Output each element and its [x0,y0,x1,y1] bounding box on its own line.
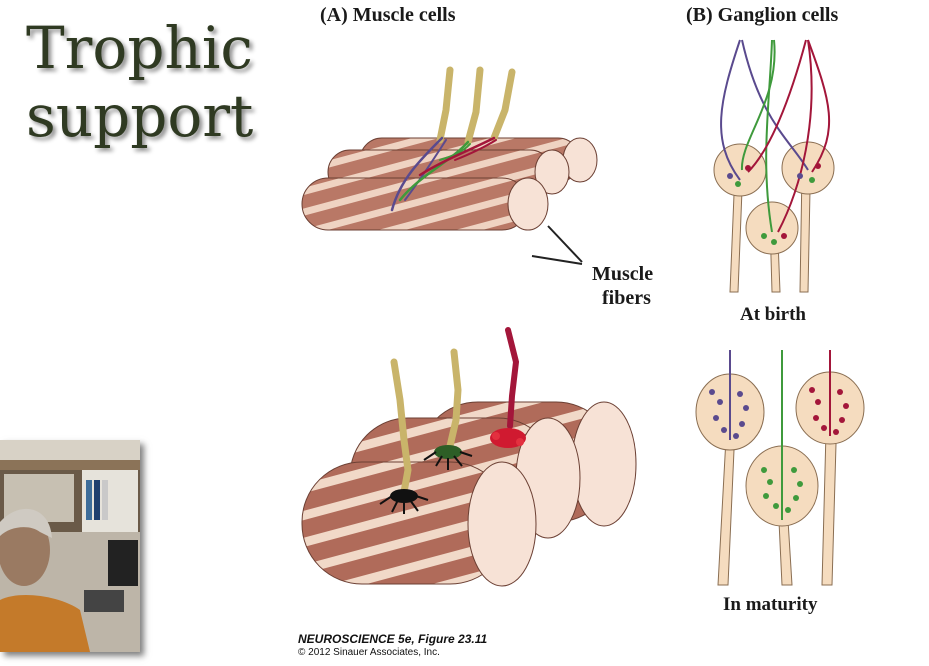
title-line-1: Trophic [26,14,253,82]
muscle-label-line-2: fibers [602,287,651,309]
ganglion-cell-left [713,143,767,197]
figure-source: NEUROSCIENCE 5e, Figure 23.11 [298,632,488,646]
presenter-video-icon [0,440,140,652]
axon-bundle-birth [390,66,516,212]
purple-terminals [709,389,749,439]
muscle-label-line-1: Muscle [592,263,654,285]
green-terminals [761,467,803,513]
mature-fiber-front [301,461,537,587]
ganglion-birth [713,39,835,293]
caption-in-maturity: In maturity [723,594,818,615]
mature-axons [390,327,520,496]
figure-copyright: © 2012 Sinauer Associates, Inc. [298,647,440,658]
muscle-fibers-label: Muscle fibers [592,262,653,310]
birth-terminals [727,163,821,245]
ganglion-maturity [695,350,865,586]
red-terminals [809,387,849,435]
slide-title: Trophic support [26,14,266,150]
muscle-fibers-maturity [301,327,637,587]
caption-at-birth: At birth [740,304,806,325]
panel-a-label: (A) Muscle cells [320,4,456,26]
synapse-black-1 [379,489,429,514]
synapse-red [490,428,526,448]
muscle-fiber-lower [340,196,540,246]
title-line-2: support [26,82,254,150]
synapse-black-2 [423,445,473,470]
ganglion-cell-right [781,141,835,195]
pointer-line-2 [531,255,583,265]
figure-credit: NEUROSCIENCE 5e, Figure 23.11 © 2012 Sin… [298,632,487,658]
muscle-fibers-birth [301,66,598,265]
pointer-line-1 [547,225,583,263]
panel-b-label: (B) Ganglion cells [686,4,839,26]
muscle-fiber-front [301,177,549,231]
